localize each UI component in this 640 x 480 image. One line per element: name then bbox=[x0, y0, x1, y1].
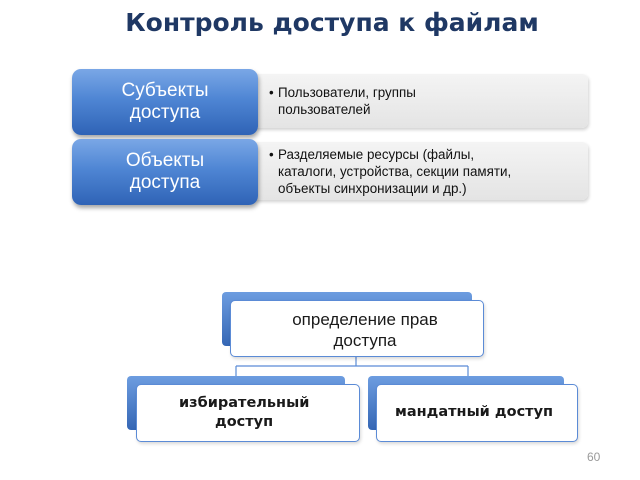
discretionary-line-1: избирательный bbox=[179, 395, 310, 411]
root-node-line-2: доступа bbox=[333, 331, 397, 350]
bullet: • bbox=[269, 147, 274, 162]
root-node-line-1: определение прав bbox=[292, 310, 438, 329]
subjects-description: • Пользователи, группы пользователей bbox=[269, 84, 416, 118]
subjects-heading-line-2: доступа bbox=[129, 102, 201, 123]
objects-heading: Объекты доступа bbox=[72, 139, 258, 205]
page-number: 60 bbox=[587, 450, 601, 464]
objects-heading-line-2: доступа bbox=[129, 172, 201, 193]
objects-description-line-1: Разделяемые ресурсы (файлы, bbox=[278, 147, 475, 162]
mandatory-label: мандатный доступ bbox=[395, 404, 554, 420]
subjects-heading: Субъекты доступа bbox=[72, 69, 258, 135]
discretionary-line-2: доступ bbox=[215, 414, 274, 430]
objects-heading-line-1: Объекты bbox=[125, 150, 205, 171]
root-node: определение прав доступа bbox=[230, 300, 484, 357]
objects-description-line-3: объекты синхронизации и др.) bbox=[278, 181, 467, 196]
bullet: • bbox=[269, 85, 274, 100]
objects-description: • Разделяемые ресурсы (файлы, каталоги, … bbox=[269, 146, 512, 197]
slide-title: Контроль доступа к файлам bbox=[125, 8, 539, 37]
objects-description-line-2: каталоги, устройства, секции памяти, bbox=[278, 164, 512, 179]
subjects-description-line-2: пользователей bbox=[278, 102, 371, 117]
child-node-mandatory: мандатный доступ bbox=[376, 384, 578, 442]
child-node-discretionary: избирательный доступ bbox=[136, 384, 360, 442]
objects-description-panel bbox=[228, 142, 588, 200]
subjects-description-panel bbox=[228, 74, 588, 128]
subjects-description-line-1: Пользователи, группы bbox=[278, 85, 416, 100]
subjects-heading-line-1: Субъекты bbox=[121, 80, 209, 101]
